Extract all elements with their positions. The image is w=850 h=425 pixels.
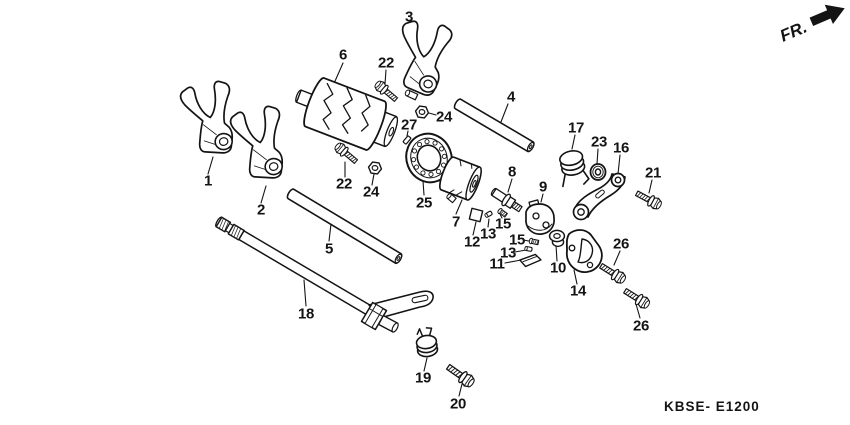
leader-line-7 xyxy=(455,199,463,215)
leader-line-24b xyxy=(428,112,437,116)
part-label-1: 1 xyxy=(203,172,213,190)
part-label-13-a: 13 xyxy=(479,225,497,243)
part-19-return-spring xyxy=(415,327,439,358)
part-label-15-b: 15 xyxy=(508,231,526,249)
fr-label: FR. xyxy=(777,17,810,45)
leader-line-13a xyxy=(487,218,490,228)
leader-line-21 xyxy=(648,179,653,194)
part-label-17: 17 xyxy=(567,119,585,137)
leader-line-12 xyxy=(472,221,477,236)
part-7-drum-center xyxy=(438,156,482,204)
part-label-12: 12 xyxy=(463,233,481,251)
part-label-24-a: 24 xyxy=(362,183,380,201)
leader-lines xyxy=(207,24,653,397)
leader-line-2 xyxy=(260,185,267,204)
part-27-pin xyxy=(402,135,412,145)
fr-arrow-icon xyxy=(809,4,845,26)
leader-line-9 xyxy=(540,193,544,203)
part-label-15-a: 15 xyxy=(494,215,512,233)
part-26-bolt-a xyxy=(597,260,629,286)
leader-line-5 xyxy=(328,223,332,242)
leader-line-15b xyxy=(522,239,530,242)
diagram-code: KBSE- E1200 xyxy=(664,399,760,414)
part-label-26-b: 26 xyxy=(632,317,650,335)
part-20-bolt xyxy=(443,360,477,390)
part-9-drum-stopper xyxy=(525,199,555,235)
part-12-plate-washer xyxy=(468,207,484,223)
part-4-fork-shaft xyxy=(453,98,535,153)
part-11-wedge xyxy=(519,253,542,268)
leader-line-10 xyxy=(555,244,558,262)
leader-line-27 xyxy=(406,130,409,137)
part-label-2: 2 xyxy=(256,201,266,219)
leader-line-11 xyxy=(504,259,522,264)
leader-line-22a xyxy=(384,69,387,85)
part-label-19: 19 xyxy=(414,369,432,387)
part-label-16: 16 xyxy=(612,139,630,157)
leader-line-1 xyxy=(207,156,214,175)
part-label-9: 9 xyxy=(538,178,548,196)
part-6-gearshift-drum xyxy=(295,77,399,151)
part-label-8: 8 xyxy=(507,163,517,181)
leader-line-20 xyxy=(458,383,463,397)
part-3-fork-stub xyxy=(404,89,419,101)
part-label-3: 3 xyxy=(404,8,414,26)
part-label-4: 4 xyxy=(506,88,516,106)
part-label-22-a: 22 xyxy=(377,54,395,72)
part-16-stopper-arm xyxy=(572,172,626,221)
part-14-stopper-plate xyxy=(565,229,603,273)
leader-line-26b xyxy=(635,303,641,319)
leader-line-8 xyxy=(507,178,513,193)
part-25-bearing xyxy=(405,132,453,184)
part-8-stopper-bolt xyxy=(490,187,523,213)
part-5-fork-shaft xyxy=(286,188,403,265)
part-13-pin-b xyxy=(523,245,533,253)
part-label-20: 20 xyxy=(449,395,467,413)
part-18-gearshift-spindle xyxy=(215,216,434,333)
part-label-27: 27 xyxy=(400,116,418,134)
part-3-shift-fork xyxy=(391,17,455,99)
part-label-23: 23 xyxy=(590,133,608,151)
part-21-bolt xyxy=(633,187,664,212)
leader-line-18 xyxy=(303,279,307,307)
part-label-24-b: 24 xyxy=(435,108,453,126)
part-label-6: 6 xyxy=(338,46,348,64)
leader-line-13b xyxy=(514,249,527,253)
fr-direction-marker: FR. xyxy=(777,4,845,46)
leader-line-25 xyxy=(422,180,425,196)
part-label-10: 10 xyxy=(549,259,567,277)
leader-line-14 xyxy=(573,269,578,285)
part-label-5: 5 xyxy=(324,240,334,258)
part-2-shift-fork xyxy=(228,103,292,185)
leader-line-26a xyxy=(613,250,621,266)
part-label-21: 21 xyxy=(644,164,662,182)
part-15-screw-b xyxy=(528,237,540,246)
part-13-pin-a xyxy=(483,210,494,219)
leader-line-15a xyxy=(499,213,503,219)
part-label-7: 7 xyxy=(451,213,461,231)
part-17-spring xyxy=(559,150,590,188)
part-24-nut-a xyxy=(367,160,383,176)
part-label-14: 14 xyxy=(569,282,587,300)
part-label-11: 11 xyxy=(489,255,505,273)
leader-line-19 xyxy=(423,357,428,372)
part-label-25: 25 xyxy=(415,194,433,212)
part-label-26-a: 26 xyxy=(612,235,630,253)
part-label-18: 18 xyxy=(297,305,315,323)
leader-line-24a xyxy=(371,173,375,186)
leader-line-17 xyxy=(571,134,576,150)
part-label-22-b: 22 xyxy=(335,175,353,193)
part-10-collar xyxy=(548,229,566,248)
leader-line-16 xyxy=(617,154,621,175)
leader-line-23 xyxy=(596,148,599,165)
part-label-13-b: 13 xyxy=(499,244,517,262)
part-23-washer xyxy=(589,163,607,181)
